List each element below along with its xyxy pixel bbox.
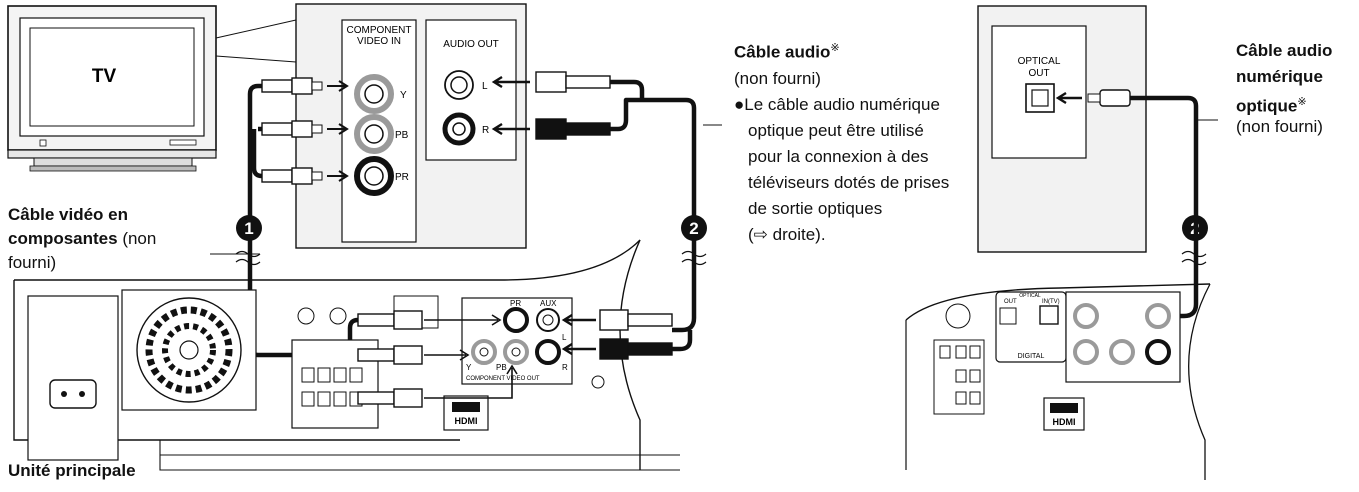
bullet-line-5: de sortie optiques — [748, 199, 883, 218]
bullet-line-4: téléviseurs dotés de prises — [748, 173, 950, 192]
tv-jack-y-label: Y — [400, 90, 407, 101]
unit-right-out-label: OUT — [1004, 299, 1017, 305]
component-cable-rest: (non — [117, 229, 157, 248]
main-unit-label: Unité principale — [8, 461, 136, 480]
tv-illustration: TV — [7, 5, 217, 172]
optical-cable-line-3: optique※ — [1236, 92, 1307, 117]
optical-cable-line-1: Câble audio — [1236, 41, 1333, 60]
tv-jack-panel: COMPONENT VIDEO IN AUDIO OUT Y PB PR L R — [295, 3, 527, 249]
unit-right-hdmi-label: HDMI — [1053, 417, 1076, 427]
unit-right-optical-label: OPTICAL — [1019, 293, 1041, 299]
optical-cable-line-2: numérique — [1236, 67, 1323, 86]
unit-jack-pb-label: PB — [496, 363, 507, 372]
main-unit-right-illustration: OPTICAL OUT IN(TV) DIGITAL HDMI — [905, 283, 1211, 480]
cable-break-marks — [235, 250, 1207, 266]
unit-jack-pr-label: PR — [510, 299, 521, 308]
tv-label: TV — [92, 66, 117, 87]
unit-jack-y-label: Y — [466, 363, 472, 372]
main-unit-illustration: PR AUX L Y PB R COMPONENT VIDEO OUT HDMI — [13, 239, 680, 471]
audio-cable-sub: (non fourni) — [734, 69, 821, 88]
bullet-line-6: (⇨ droite). — [748, 225, 826, 244]
marker-1: 1 — [236, 215, 262, 241]
component-cable-bold: composantes — [8, 229, 118, 248]
tv-jack-pb-label: PB — [395, 130, 409, 141]
audio-cable-title: Câble audio — [734, 42, 831, 62]
optical-out-title-1: OPTICAL — [1018, 56, 1061, 67]
tv-jack-pr-label: PR — [395, 172, 409, 183]
unit-component-video-out-label: COMPONENT VIDEO OUT — [466, 376, 540, 382]
audio-cable-note: ※ — [830, 42, 840, 54]
tv-audio-plugs — [491, 71, 611, 140]
bullet-line-1: ●Le câble audio numérique — [734, 95, 940, 114]
optical-cable-note: ※ — [1297, 96, 1307, 108]
optical-cable-bold: optique — [1236, 96, 1298, 116]
tv-jack-r-label: R — [482, 125, 489, 136]
unit-jack-aux-label: AUX — [540, 299, 557, 308]
component-video-in-title-2: VIDEO IN — [357, 36, 401, 47]
unit-jack-r-label: R — [562, 363, 568, 372]
unit-component-plugs — [357, 310, 518, 408]
audio-cable — [610, 79, 697, 352]
unit-right-in-tv-label: IN(TV) — [1042, 299, 1060, 305]
optical-cable-line-4: (non fourni) — [1236, 117, 1323, 136]
bullet-line-2: optique peut être utilisé — [748, 121, 924, 140]
tv-jack-l-label: L — [482, 81, 488, 92]
marker-2-left-label: 2 — [689, 219, 698, 238]
unit-jack-l-label: L — [562, 333, 567, 342]
component-cable-line-3: fourni) — [8, 253, 57, 272]
optical-out-title-2: OUT — [1028, 68, 1049, 79]
audio-cable-label: Câble audio※ — [734, 38, 840, 63]
marker-1-label: 1 — [244, 219, 253, 238]
component-video-in-title-1: COMPONENT — [347, 25, 412, 36]
marker-2-left: 2 — [681, 215, 707, 241]
bullet-line-3: pour la connexion à des — [748, 147, 929, 166]
audio-out-title: AUDIO OUT — [443, 39, 499, 50]
tv-component-plugs — [261, 77, 349, 185]
unit-audio-plugs — [561, 309, 673, 360]
unit-hdmi-label: HDMI — [455, 416, 478, 426]
component-cable-line-2: composantes (non — [8, 228, 156, 249]
tv-optical-panel: OPTICAL OUT — [977, 5, 1147, 253]
unit-right-digital-label: DIGITAL — [1018, 353, 1045, 360]
component-cable-line-1: Câble vidéo en — [8, 205, 128, 224]
